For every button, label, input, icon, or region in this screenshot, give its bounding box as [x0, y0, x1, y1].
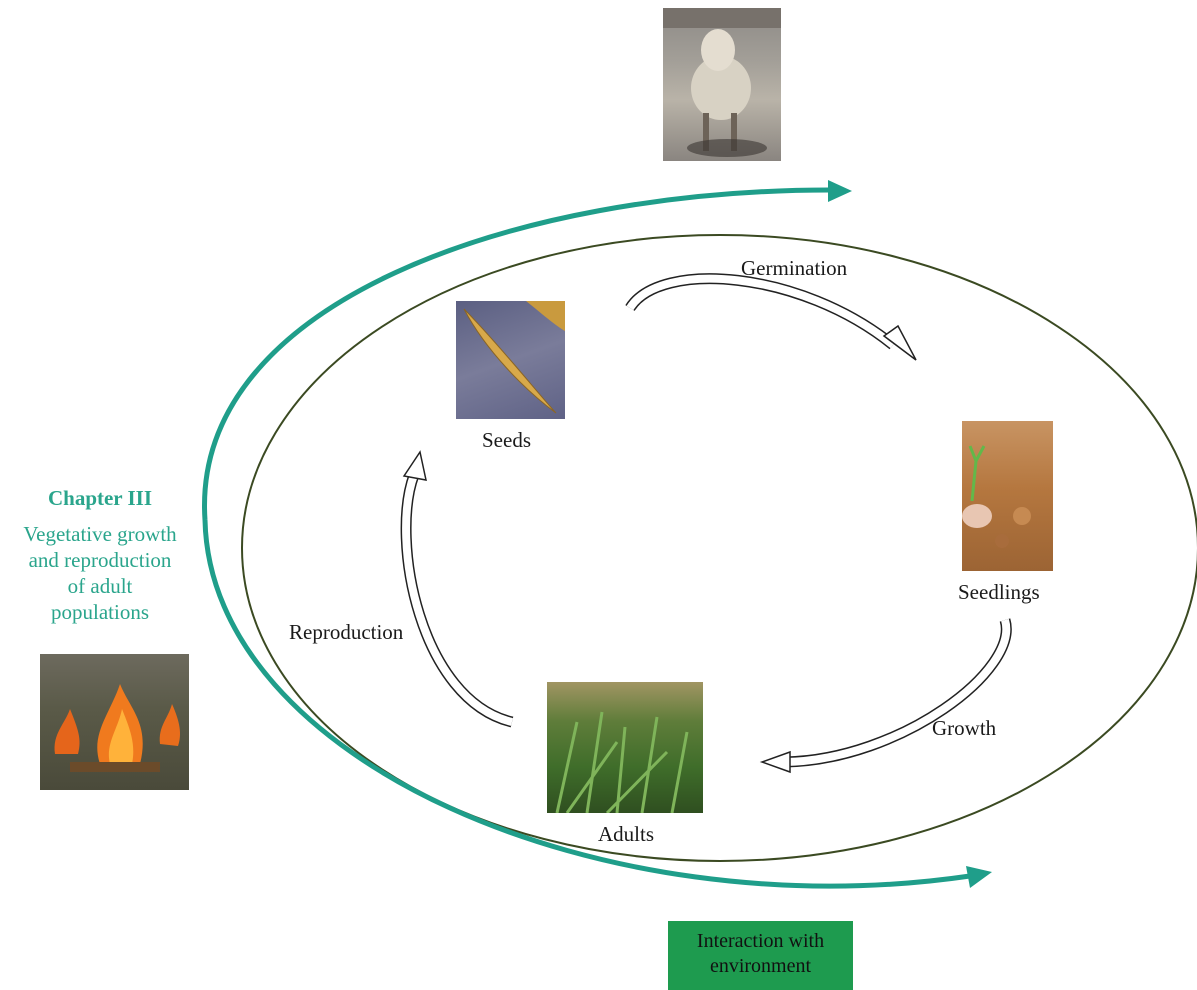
outer-arrow-bottom — [202, 519, 971, 889]
adult-grass-photo — [547, 682, 703, 813]
chapter-title: Chapter III — [47, 486, 153, 510]
transition-label-germination: Germination — [741, 256, 848, 280]
stage-label-seedlings: Seedlings — [958, 580, 1040, 604]
chapter-description-line: of adult — [67, 574, 133, 598]
stage-label-adults: Adults — [598, 822, 655, 846]
outer-arrow-bottom-head — [966, 866, 992, 888]
seeds-photo — [456, 301, 565, 419]
grass-icon — [555, 711, 689, 813]
environment-box-line: Interaction with — [696, 930, 825, 952]
fire-photo — [40, 654, 189, 790]
chapter-description-line: Vegetative growth — [23, 522, 177, 546]
chapter-description-line: and reproduction — [28, 548, 172, 572]
germination-arrow — [625, 273, 917, 361]
stage-label-seeds: Seeds — [482, 428, 531, 452]
sheep-icon — [663, 8, 781, 157]
outer-arrow-top-head — [828, 180, 852, 202]
seedling-icon — [962, 445, 1031, 548]
transition-label-reproduction: Reproduction — [289, 620, 404, 644]
chapter-block: Chapter III Vegetative growth and reprod… — [0, 486, 200, 625]
chapter-description: Vegetative growth and reproduction of ad… — [0, 521, 200, 625]
fire-icon — [54, 684, 180, 772]
environment-box-line: environment — [709, 955, 812, 977]
transition-label-growth: Growth — [932, 716, 997, 740]
growth-arrow — [759, 618, 1012, 774]
chapter-description-line: populations — [51, 600, 149, 624]
environment-interaction-box: Interaction with environment — [668, 921, 853, 990]
seed-icon — [463, 301, 565, 414]
reproduction-arrow — [400, 450, 514, 728]
seedlings-photo — [962, 421, 1053, 571]
sheep-photo — [663, 8, 781, 161]
inner-cycle-ellipse — [241, 234, 1197, 862]
outer-arrow-top — [202, 187, 831, 521]
